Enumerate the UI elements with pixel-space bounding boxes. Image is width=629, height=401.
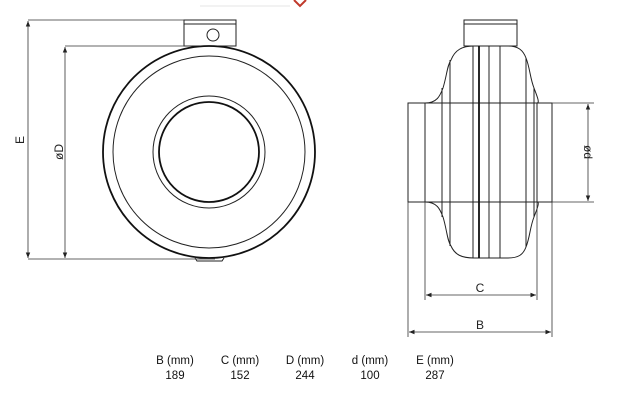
inlet-ring: [152, 95, 266, 209]
spigots: [407, 102, 553, 203]
column-D: D (mm) 244: [270, 354, 340, 384]
cable-gland: [206, 28, 220, 42]
side-view: C B ød: [407, 19, 595, 337]
column-value: 152: [230, 370, 250, 382]
column-header: E (mm): [416, 355, 454, 367]
label-B: B: [476, 318, 484, 332]
column-header: B (mm): [156, 355, 194, 367]
body-top: [424, 45, 539, 104]
label-E: E: [13, 136, 27, 144]
body-bottom: [424, 201, 539, 259]
label-D: øD: [52, 144, 66, 160]
column-value: 244: [295, 370, 315, 382]
column-B: B (mm) 189: [140, 354, 210, 384]
column-header: C (mm): [220, 355, 260, 367]
column-value: 100: [360, 370, 380, 382]
outer-casing: [102, 45, 316, 259]
dimensions-table: B (mm) 189 C (mm) 152 D (mm) 244 d (mm) …: [140, 354, 470, 384]
front-view: E øD: [13, 19, 316, 262]
label-d: ød: [581, 145, 595, 159]
label-C: C: [476, 281, 485, 295]
column-header: D (mm): [285, 355, 325, 367]
column-C: C (mm) 152: [205, 354, 275, 384]
column-d: d (mm) 100: [335, 354, 405, 384]
column-value: 189: [165, 370, 185, 382]
column-E: E (mm) 287: [400, 354, 470, 384]
column-header: d (mm): [351, 355, 389, 367]
chevron-up-icon[interactable]: [293, 0, 307, 8]
column-value: 287: [425, 370, 445, 382]
